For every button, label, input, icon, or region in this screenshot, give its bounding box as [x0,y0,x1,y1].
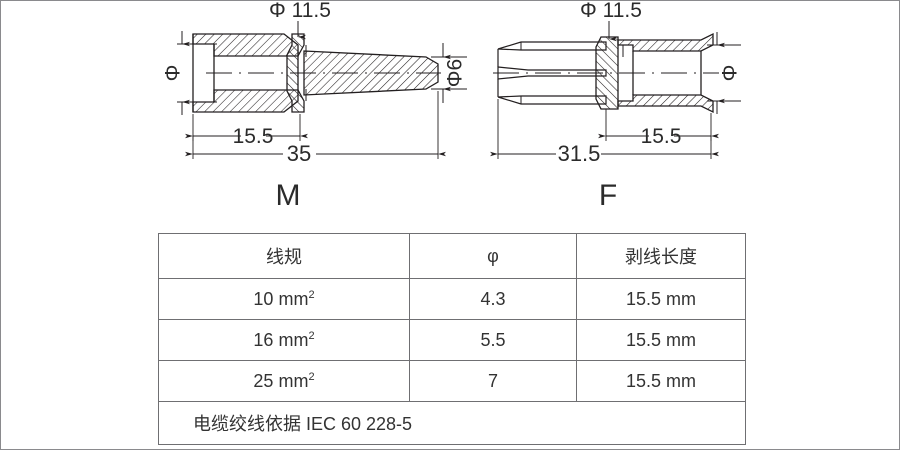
part-labels: M F [1,179,899,225]
header-phi: φ [409,233,577,279]
female-strip-length-label: 15.5 [641,125,682,148]
cell-strip-length: 15.5 mm [576,360,746,402]
gauge-exponent: 2 [308,288,315,301]
gauge-value: 16 mm [253,329,309,350]
cell-strip-length: 15.5 mm [576,278,746,320]
cell-strip-length: 15.5 mm [576,319,746,361]
table-header-row: 线规 φ 剥线长度 [158,233,746,279]
cell-phi: 5.5 [409,319,577,361]
table-row: 25 mm2 7 15.5 mm [158,360,746,402]
connector-drawings: Φ Φ6 Φ 11.5 15.5 [162,1,742,166]
female-part-label: F [598,179,618,212]
female-right-diameter-label: Φ [719,65,742,82]
cell-wire-gauge: 10 mm2 [158,278,410,320]
female-total-length-label: 31.5 [558,141,601,166]
male-total-length-label: 35 [287,141,311,166]
male-total-length-dimension: 35 [185,91,446,166]
male-left-diameter-label: Φ [162,65,185,82]
gauge-exponent: 2 [308,329,315,342]
female-total-length-dimension: 31.5 [490,99,719,166]
gauge-exponent: 2 [308,370,315,383]
male-pin-shank [303,50,439,96]
header-strip-length: 剥线长度 [576,233,746,279]
table-row: 10 mm2 4.3 15.5 mm [158,278,746,320]
female-flange-diameter-label: Φ 11.5 [580,1,642,22]
table-row: 16 mm2 5.5 15.5 mm [158,319,746,361]
female-connector-drawing: Φ Φ 11.5 15.5 31.5 [490,1,742,166]
male-flange-diameter-label: Φ 11.5 [269,1,331,22]
male-connector-drawing: Φ Φ6 Φ 11.5 15.5 [162,1,467,166]
female-strip-length-dimension: 15.5 [598,109,719,148]
cell-phi: 7 [409,360,577,402]
table-note-row: 电缆绞线依据 IEC 60 228-5 [158,401,746,445]
header-wire-gauge: 线规 [158,233,410,279]
gauge-value: 10 mm [253,288,309,309]
standard-reference-note: 电缆绞线依据 IEC 60 228-5 [158,401,746,445]
male-strip-length-dimension: 15.5 [185,114,308,148]
male-part-label: M [275,179,301,212]
cell-phi: 4.3 [409,278,577,320]
cell-wire-gauge: 16 mm2 [158,319,410,361]
female-flange [595,36,619,110]
gauge-value: 25 mm [253,370,309,391]
specification-table: 线规 φ 剥线长度 10 mm2 4.3 15.5 mm 16 mm2 5.5 … [158,233,746,445]
male-right-diameter-label: Φ6 [444,59,467,87]
cell-wire-gauge: 25 mm2 [158,360,410,402]
male-strip-length-label: 15.5 [233,125,274,148]
